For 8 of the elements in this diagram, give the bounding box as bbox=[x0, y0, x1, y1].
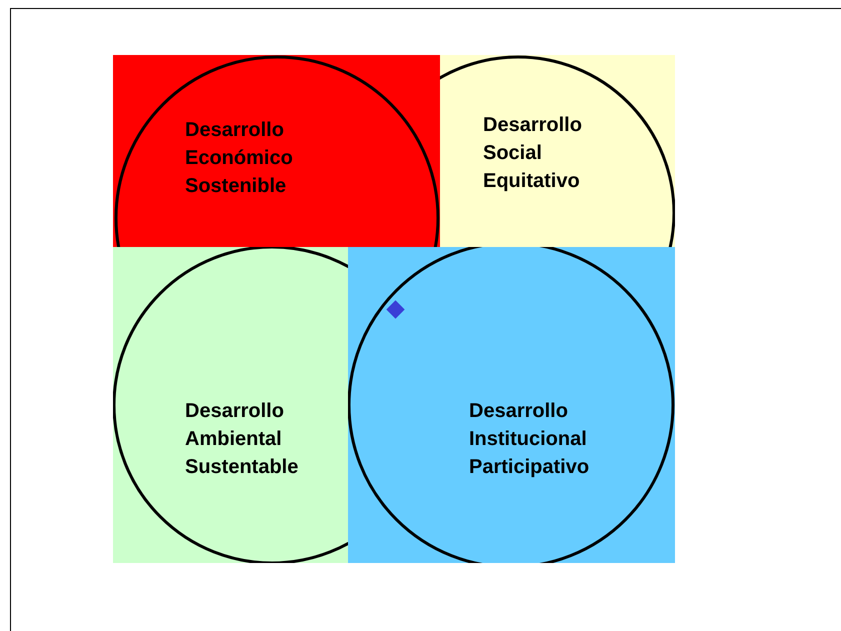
node-label: Desarrollo Social Equitativo bbox=[483, 113, 583, 194]
node-label: Desarrollo Institucional Participativo bbox=[469, 399, 590, 480]
circle-panel bbox=[113, 55, 440, 247]
circle-panel bbox=[348, 247, 675, 563]
circle-panel bbox=[113, 247, 348, 563]
node-label: Desarrollo Ambiental Sustentable bbox=[185, 399, 300, 480]
node-label: Desarrollo Económico Sostenible bbox=[185, 118, 294, 199]
circle-panel bbox=[440, 55, 675, 247]
